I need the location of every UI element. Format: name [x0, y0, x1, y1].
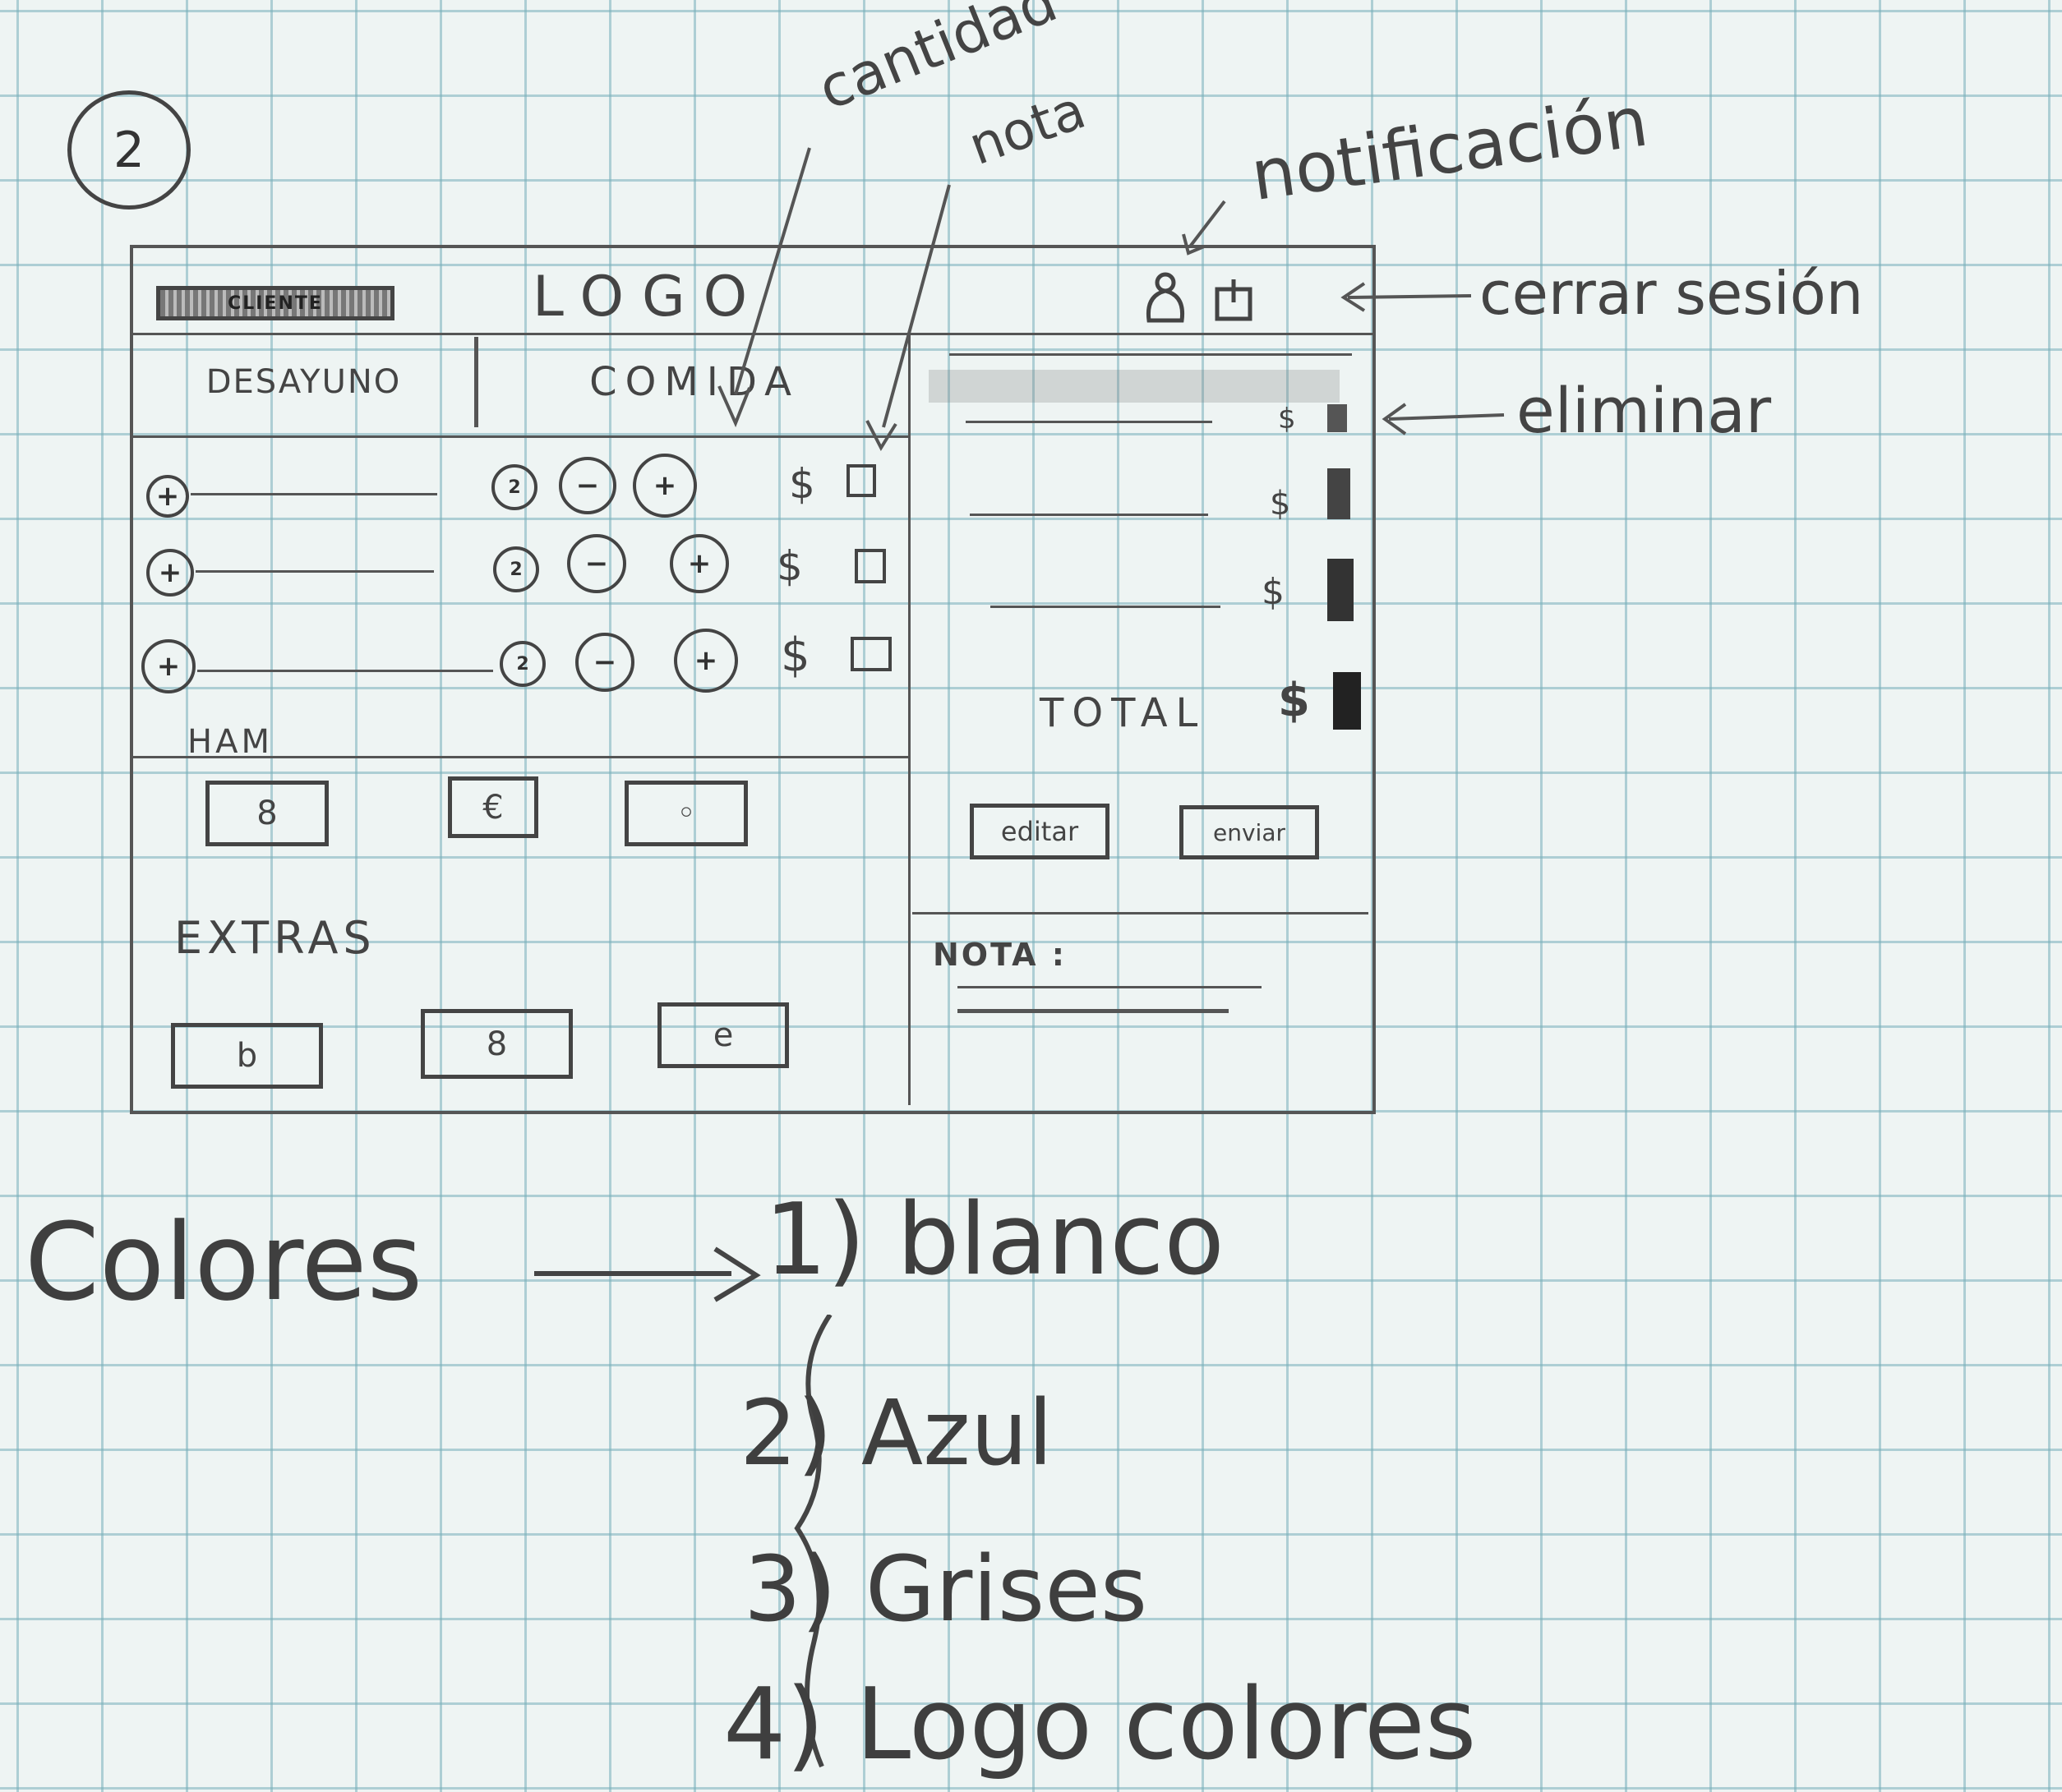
notification-icon[interactable]	[1142, 271, 1188, 325]
extra-option-1[interactable]: b	[171, 1023, 323, 1089]
order-item-price: $	[1270, 485, 1291, 523]
note-checkbox[interactable]	[855, 549, 886, 583]
order-panel-header-smudge	[929, 370, 1340, 403]
menu-row-price: $	[781, 629, 810, 682]
increment-button[interactable]: +	[633, 454, 697, 518]
ham-option-3[interactable]: ◦	[625, 781, 748, 846]
order-item-price: $	[1278, 403, 1296, 435]
order-item-name-line	[990, 606, 1220, 608]
decrement-button[interactable]: −	[567, 534, 626, 593]
note-line-2	[957, 1009, 1229, 1013]
annotation-eliminar: eliminar	[1516, 374, 1772, 447]
app-frame	[130, 245, 1376, 1114]
annotation-arrows	[717, 147, 1505, 452]
decrement-button[interactable]: −	[559, 457, 616, 514]
send-button-label: enviar	[1213, 818, 1285, 846]
color-item-4: 4) Logo colores	[723, 1668, 1477, 1782]
note-checkbox[interactable]	[851, 637, 892, 671]
edit-button[interactable]: editar	[970, 804, 1109, 859]
colors-heading: Colores	[25, 1200, 423, 1324]
decrement-button[interactable]: −	[575, 633, 634, 692]
annotation-cerrar-sesion: cerrar sesión	[1479, 259, 1864, 328]
tab-desayuno[interactable]: DESAYUNO	[133, 337, 478, 427]
add-item-icon[interactable]: +	[146, 549, 194, 597]
send-button[interactable]: enviar	[1179, 805, 1319, 859]
order-item-price: $	[1262, 571, 1285, 613]
extra-option-2[interactable]: 8	[421, 1009, 573, 1079]
client-badge[interactable]: CLIENTE	[156, 286, 394, 320]
tabs-divider	[130, 435, 911, 438]
page-number: 2	[67, 90, 191, 210]
page-number-text: 2	[113, 121, 145, 179]
client-label: CLIENTE	[228, 293, 323, 314]
quantity-badge: 2	[493, 546, 539, 592]
add-item-icon[interactable]: +	[141, 639, 196, 693]
ham-option-2[interactable]: €	[448, 776, 538, 838]
section-ham-title: HAM	[187, 723, 273, 761]
delete-icon[interactable]	[1327, 559, 1354, 621]
order-total-label: TOTAL	[1040, 690, 1206, 736]
quantity-badge: 2	[491, 464, 537, 510]
note-label: NOTA :	[933, 937, 1067, 973]
order-total-price: $	[1278, 674, 1310, 727]
color-item-2: 2) Azul	[740, 1380, 1054, 1486]
increment-button[interactable]: +	[670, 534, 729, 593]
tab-desayuno-label: DESAYUNO	[205, 363, 402, 401]
colors-arrow	[534, 1246, 761, 1302]
logo: LOGO	[533, 265, 766, 329]
colors-brace	[794, 1315, 833, 1768]
color-item-3: 3) Grises	[744, 1536, 1148, 1642]
color-item-1: 1) blanco	[764, 1183, 1225, 1297]
menu-row-price: $	[789, 460, 815, 508]
note-line-1	[957, 986, 1262, 988]
item-name-line	[196, 570, 434, 573]
note-checkbox[interactable]	[846, 464, 876, 497]
quantity-badge: 2	[500, 641, 546, 687]
tab-comida-label: COMIDA	[589, 359, 800, 405]
order-item-name-line	[970, 514, 1208, 516]
delete-all-icon[interactable]	[1333, 672, 1361, 730]
menu-row-price: $	[777, 542, 803, 590]
section-extras-title: EXTRAS	[174, 912, 376, 964]
logout-icon[interactable]	[1212, 276, 1258, 322]
header-divider	[130, 333, 1372, 335]
edit-button-label: editar	[1000, 816, 1079, 847]
item-name-line	[197, 670, 493, 672]
delete-icon[interactable]	[1327, 404, 1347, 432]
note-divider	[912, 912, 1368, 914]
delete-icon[interactable]	[1327, 468, 1350, 519]
rows-divider	[130, 756, 911, 758]
add-item-icon[interactable]: +	[146, 475, 189, 518]
order-panel-top	[949, 353, 1352, 356]
panel-divider	[908, 333, 911, 1105]
extra-option-3[interactable]: e	[657, 1002, 789, 1068]
item-name-line	[191, 493, 437, 495]
tab-comida[interactable]: COMIDA	[493, 337, 896, 427]
ham-option-1[interactable]: 8	[205, 781, 329, 846]
order-item-name-line	[966, 421, 1212, 423]
increment-button[interactable]: +	[674, 629, 738, 693]
